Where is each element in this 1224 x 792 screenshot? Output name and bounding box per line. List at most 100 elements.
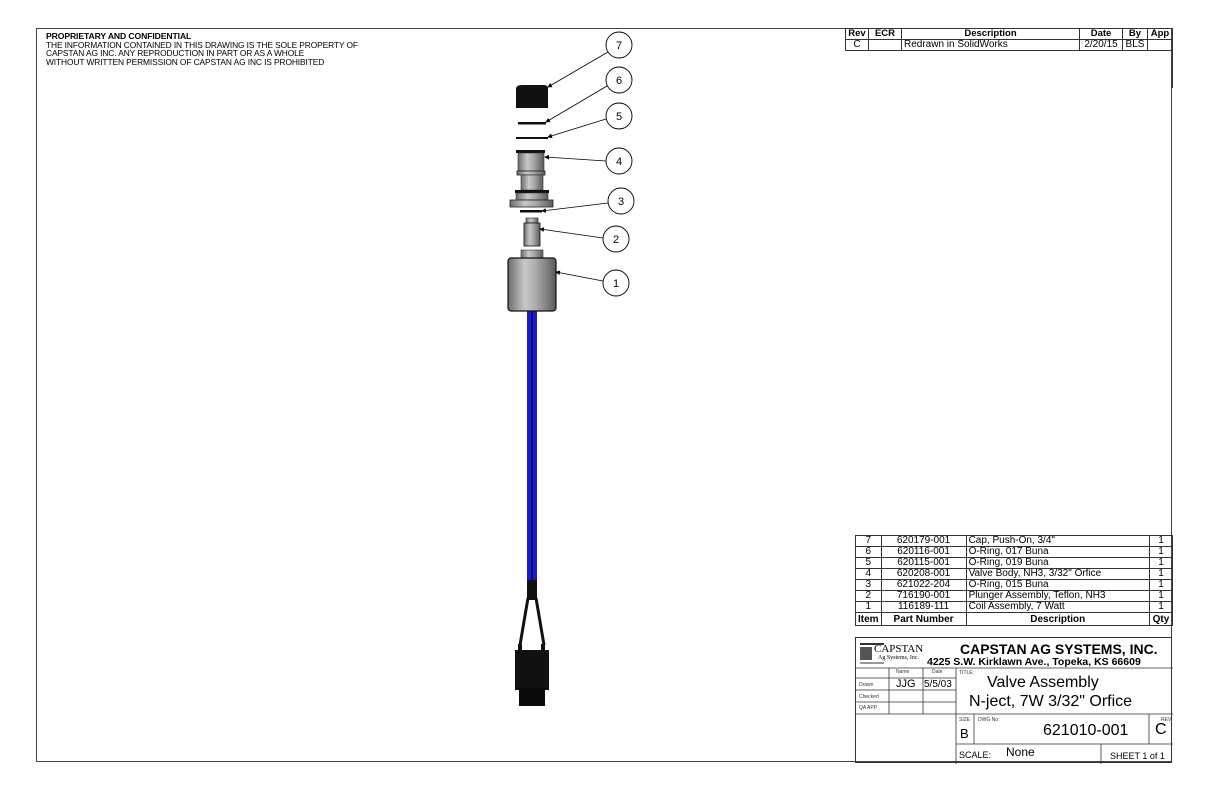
title-line-1: Valve Assembly bbox=[987, 674, 1099, 691]
bom-description-cell: Plunger Assembly, Teflon, NH3 bbox=[965, 590, 1151, 602]
drawing-number: 621010-001 bbox=[1043, 722, 1129, 739]
bom-part-number-cell: 620208-001 bbox=[880, 568, 967, 580]
revision-table: Rev ECR Description Date By App C Redraw… bbox=[845, 28, 1173, 51]
description-cell: Redrawn in SolidWorks bbox=[901, 39, 1080, 51]
company-name: CAPSTAN AG SYSTEMS, INC. bbox=[960, 641, 1158, 657]
bom-item-cell: 4 bbox=[855, 568, 882, 580]
date-label: Date bbox=[932, 669, 943, 675]
balloon-3: 3 bbox=[607, 187, 635, 215]
part-oring-019 bbox=[516, 137, 548, 139]
sheet-number: SHEET 1 of 1 bbox=[1110, 751, 1165, 761]
bom-part-number-cell: 620116-001 bbox=[880, 546, 967, 558]
part-valve-body bbox=[509, 150, 554, 208]
bom-description-cell: O-Ring, 017 Buna bbox=[965, 546, 1151, 558]
app-cell bbox=[1147, 39, 1173, 51]
title-line-2: N-ject, 7W 3/32" Orfice bbox=[969, 693, 1133, 710]
bom-qty-cell: 1 bbox=[1149, 579, 1173, 591]
bom-qty-cell: 1 bbox=[1149, 590, 1173, 602]
bom-part-number-cell: 621022-204 bbox=[880, 579, 967, 591]
bom-description-cell: O-Ring, 015 Buna bbox=[965, 579, 1151, 591]
logo-subtitle: Ag Systems, Inc. bbox=[878, 655, 919, 661]
bom-description-cell: Valve Body, NH3, 3/32" Orfice bbox=[965, 568, 1151, 580]
bom-description-cell: O-Ring, 019 Buna bbox=[965, 557, 1151, 569]
balloon-2: 2 bbox=[602, 225, 630, 253]
bom-qty-cell: 1 bbox=[1149, 601, 1173, 613]
bom-part-number-cell: 716190-001 bbox=[880, 590, 967, 602]
svg-text:5: 5 bbox=[616, 111, 622, 123]
bom-header-row: Item Part Number Description Qty bbox=[855, 612, 1173, 626]
size-label: SIZE bbox=[959, 717, 971, 723]
rev-label: REV bbox=[1161, 717, 1172, 723]
revision-row: C Redrawn in SolidWorks 2/20/15 BLS bbox=[845, 39, 1173, 51]
drawn-date: 5/5/03 bbox=[924, 679, 952, 690]
bom-item-cell: 6 bbox=[855, 546, 882, 558]
svg-text:1: 1 bbox=[613, 278, 619, 290]
name-label: Name bbox=[896, 669, 910, 675]
balloon-7: 7 bbox=[605, 31, 633, 59]
balloons: 7 6 5 4 3 2 1 bbox=[602, 31, 635, 297]
svg-text:2: 2 bbox=[613, 234, 619, 246]
rev-value: C bbox=[1155, 721, 1167, 738]
scale-value: None bbox=[1006, 745, 1035, 759]
item-header: Item bbox=[855, 612, 882, 626]
logo-name: CAPSTAN bbox=[874, 643, 924, 655]
part-coil-assembly bbox=[507, 249, 557, 312]
notice-heading: PROPRIETARY AND CONFIDENTIAL bbox=[46, 31, 192, 41]
bom-item-cell: 1 bbox=[855, 601, 882, 613]
bom-description-cell: Cap, Push-On, 3/4" bbox=[965, 535, 1151, 547]
title-block: CAPSTAN Ag Systems, Inc. CAPSTAN AG SYST… bbox=[855, 637, 1173, 764]
bom-item-cell: 3 bbox=[855, 579, 882, 591]
balloon-5: 5 bbox=[605, 102, 633, 130]
balloon-6: 6 bbox=[605, 66, 633, 94]
part-oring-017 bbox=[518, 122, 546, 125]
bom-item-cell: 2 bbox=[855, 590, 882, 602]
balloon-1: 1 bbox=[602, 269, 630, 297]
rev-cell: C bbox=[845, 39, 869, 51]
balloon-4: 4 bbox=[605, 147, 633, 175]
bom-description-cell: Coil Assembly, 7 Watt bbox=[965, 601, 1151, 613]
qty-header: Qty bbox=[1149, 612, 1173, 626]
bom-qty-cell: 1 bbox=[1149, 535, 1173, 547]
bom-description-header: Description bbox=[965, 612, 1151, 626]
drawing-border bbox=[36, 28, 1172, 762]
notice-line: CAPSTAN AG INC. ANY REPRODUCTION IN PART… bbox=[46, 48, 305, 59]
notice-line: THE INFORMATION CONTAINED IN THIS DRAWIN… bbox=[46, 39, 358, 50]
dwg-no-label: DWG No: bbox=[978, 717, 1000, 723]
bom-part-number-cell: 620179-001 bbox=[880, 535, 967, 547]
confidentiality-notice: PROPRIETARY AND CONFIDENTIAL THE INFORMA… bbox=[46, 32, 358, 66]
svg-text:6: 6 bbox=[616, 75, 622, 87]
part-oring-015 bbox=[520, 210, 542, 213]
notice-line: WITHOUT WRITTEN PERMISSION OF CAPSTAN AG… bbox=[46, 56, 325, 67]
capstan-logo-icon bbox=[860, 643, 884, 664]
bom-item-cell: 7 bbox=[855, 535, 882, 547]
title-block-lines bbox=[856, 643, 1173, 764]
svg-text:4: 4 bbox=[616, 156, 622, 168]
scale-label: SCALE: bbox=[959, 750, 992, 760]
leader-lines bbox=[539, 51, 609, 282]
drawn-name: JJG bbox=[896, 678, 916, 690]
bom-item-cell: 5 bbox=[855, 557, 882, 569]
bom-qty-cell: 1 bbox=[1149, 568, 1173, 580]
bom-qty-cell: 1 bbox=[1149, 546, 1173, 558]
size-value: B bbox=[960, 726, 969, 741]
coil-cable bbox=[515, 308, 549, 706]
qa-label: QA APP bbox=[859, 705, 878, 711]
company-address: 4225 S.W. Kirklawn Ave., Topeka, KS 6660… bbox=[927, 656, 1141, 668]
bom-part-number-cell: 116189-111 bbox=[880, 601, 967, 613]
revision-box bbox=[845, 28, 1173, 88]
part-number-header: Part Number bbox=[880, 612, 967, 626]
svg-text:7: 7 bbox=[616, 40, 622, 52]
checked-label: Checked bbox=[859, 694, 879, 700]
title-label: TITLE: bbox=[959, 670, 975, 676]
svg-text:3: 3 bbox=[618, 196, 624, 208]
